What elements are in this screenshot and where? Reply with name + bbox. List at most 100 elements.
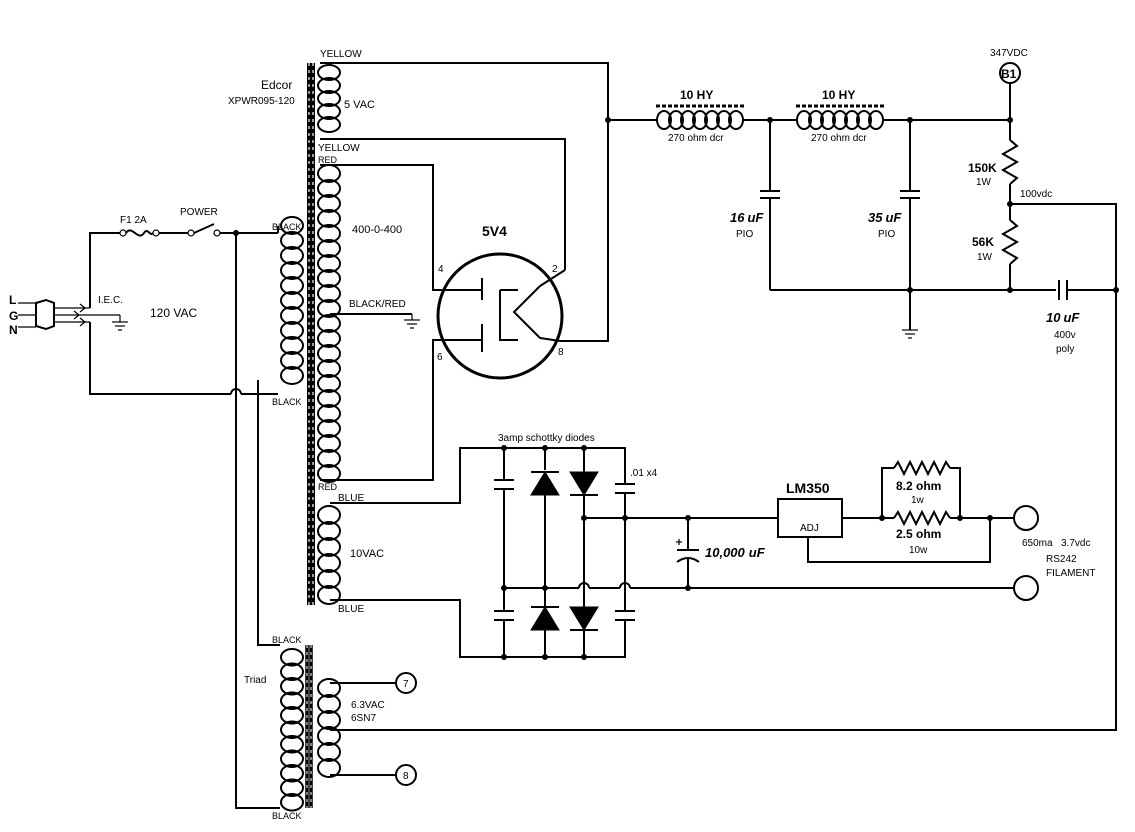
r-a-value: 8.2 ohm: [896, 479, 941, 493]
bypass-label: .01 x4: [630, 468, 658, 479]
hv-winding-turn: [317, 434, 341, 453]
filament-current: 650ma: [1022, 538, 1053, 549]
rectifier-pin-8: 8: [558, 347, 564, 358]
choke-1-turn: [668, 110, 684, 130]
primary-winding-turn: [280, 291, 304, 310]
ten-vac-winding-turn: [317, 553, 341, 573]
triad-primary-turn: [280, 677, 304, 696]
wire-yellow-bottom: YELLOW: [318, 143, 360, 154]
r2-value: 56K: [972, 235, 994, 249]
hv-winding-turn: [317, 194, 341, 213]
primary-winding-turn: [280, 336, 304, 355]
r-a-watt: 1w: [911, 495, 925, 506]
divider-voltage: 100vdc: [1020, 189, 1052, 200]
hv-winding-turn: [317, 224, 341, 243]
regulator-adj: ADJ: [800, 523, 819, 534]
triad-secondary-turn: [317, 694, 341, 714]
ten-vac-winding-turn: [317, 585, 341, 605]
choke-2-turn: [856, 110, 872, 130]
triad-primary-turn: [280, 648, 304, 667]
hv-winding-turn: [317, 179, 341, 198]
triad-primary-turn: [280, 691, 304, 710]
hv-winding-turn: [317, 239, 341, 258]
choke-2-value: 10 HY: [822, 88, 855, 102]
hv-winding-turn: [317, 359, 341, 378]
triad-black-top: BLACK: [272, 635, 302, 645]
triad-primary-turn: [280, 735, 304, 754]
power-switch-label: POWER: [180, 207, 218, 218]
r2-watt: 1W: [977, 252, 993, 263]
transformer-model: XPWR095-120: [228, 96, 295, 107]
choke-1-turn: [680, 110, 696, 130]
mains-voltage-label: 120 VAC: [150, 306, 197, 320]
triad-heater-transformer: [280, 645, 341, 812]
primary-winding-turn: [280, 246, 304, 265]
filament-terminal-neg: [1013, 575, 1039, 601]
choke-2-turn: [820, 110, 836, 130]
triad-primary-turn: [280, 749, 304, 768]
ten-vac-winding-turn: [317, 537, 341, 557]
hv-winding-turn: [317, 284, 341, 303]
power-switch: [187, 223, 221, 237]
primary-winding-turn: [280, 231, 304, 250]
primary-winding-turn: [280, 261, 304, 280]
choke-2-turn: [796, 110, 812, 130]
primary-black-top-label: BLACK: [272, 222, 302, 232]
rectifier-pin-2: 2: [552, 264, 558, 275]
hv-winding-turn: [317, 374, 341, 393]
triad-primary-turn: [280, 720, 304, 739]
b1-label: B1: [1001, 67, 1017, 81]
plug-pin-n: N: [9, 323, 18, 337]
b1-terminal: [999, 62, 1021, 84]
r-b-value: 2.5 ohm: [896, 527, 941, 541]
heater-tube: 6SN7: [351, 713, 376, 724]
choke-1-dcr: 270 ohm dcr: [668, 133, 724, 144]
hv-winding-turn: [317, 344, 341, 363]
heater-pin-8-terminal: [395, 764, 417, 786]
rectifier-pin-6: 6: [437, 352, 443, 363]
cap-3-type: poly: [1056, 344, 1074, 355]
r-b-watt: 10w: [909, 545, 928, 556]
resistor-150k: [1000, 139, 1020, 185]
hv-secondary-label: 400-0-400: [352, 224, 402, 236]
plug-pin-g: G: [9, 309, 18, 323]
choke-2-turn: [832, 110, 848, 130]
choke-1-value: 10 HY: [680, 88, 713, 102]
choke-1-turn: [692, 110, 708, 130]
hv-winding-turn: [317, 314, 341, 333]
triad-primary-turn: [280, 764, 304, 783]
ground-symbol-mains: [112, 315, 128, 331]
filament-tube: RS242: [1046, 554, 1077, 565]
heater-pin-7: 7: [403, 679, 409, 690]
hv-winding-turn: [317, 254, 341, 273]
iec-label: I.E.C.: [98, 295, 123, 306]
triad-secondary-turn: [317, 742, 341, 762]
regulator-name: LM350: [786, 480, 830, 496]
choke-1-turn: [716, 110, 732, 130]
transformer-brand: Edcor: [261, 78, 292, 92]
triad-primary-turn: [280, 793, 304, 812]
triad-secondary-turn: [317, 710, 341, 730]
wire-yellow-top: YELLOW: [320, 49, 362, 60]
heater-voltage: 6.3VAC: [351, 700, 385, 711]
hv-winding-turn: [317, 209, 341, 228]
rectifier-tube-5v4: [436, 252, 566, 380]
edcor-power-transformer: [280, 63, 341, 605]
iec-plug: L G N: [9, 293, 120, 337]
triad-brand: Triad: [244, 675, 266, 686]
triad-secondary-turn: [317, 678, 341, 698]
primary-winding-turn: [280, 276, 304, 295]
five-vac-label: 5 VAC: [344, 99, 375, 111]
plug-pin-l: L: [9, 293, 16, 307]
heater-pin-7-terminal: [395, 672, 417, 694]
triad-primary-turn: [280, 706, 304, 725]
choke-1: [656, 104, 744, 130]
filament-terminal-pos: [1013, 505, 1039, 531]
five-vac-winding-turn: [317, 90, 341, 107]
five-vac-winding-turn: [317, 116, 341, 133]
hv-winding-turn: [317, 404, 341, 423]
ground-symbol-ct: [404, 314, 420, 329]
